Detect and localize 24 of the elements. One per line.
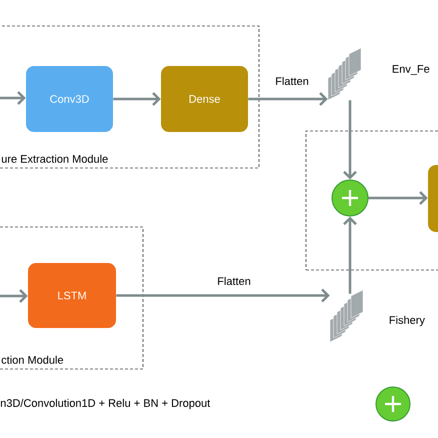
process-box: LSTM: [28, 263, 116, 328]
feature-stack-drawing: [330, 290, 364, 342]
feature-name: Env_Fe: [392, 65, 430, 75]
process-box: Dense: [161, 66, 248, 132]
group-frame: [306, 130, 438, 270]
feature-name: Fishery: [390, 316, 425, 326]
edge-label: Flatten: [274, 76, 310, 86]
arrow: [116, 288, 330, 302]
arrow: [113, 92, 161, 106]
module-title: ure Extraction Module: [2, 154, 108, 163]
arrow: [343, 216, 357, 294]
arrow: [0, 91, 26, 105]
arrow: [343, 100, 357, 180]
arrow: [368, 191, 428, 205]
plus-circle: [376, 386, 410, 422]
legend-text: n3D/Convolution1D + Relu + BN + Dropout: [0, 398, 210, 410]
module-title: ction Module: [2, 356, 64, 364]
arrow: [0, 289, 28, 303]
edge-label: Flatten: [216, 276, 252, 286]
arrow: [248, 92, 328, 106]
process-box: [428, 165, 438, 232]
process-box: Conv3D: [26, 66, 113, 132]
feature-stack-drawing: [328, 48, 362, 100]
plus-circle: [332, 180, 368, 216]
